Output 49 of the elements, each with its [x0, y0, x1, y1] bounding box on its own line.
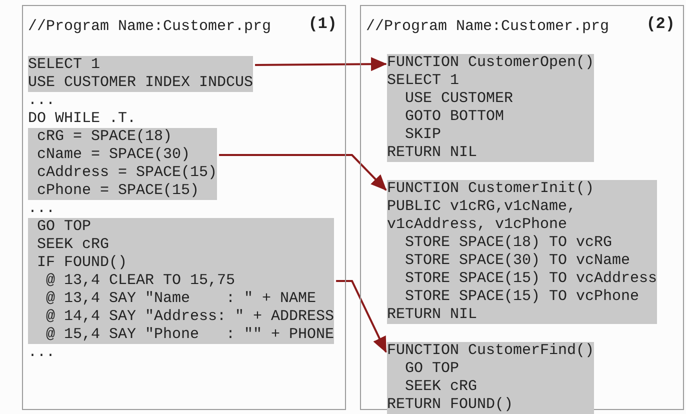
code-line: cRG = SPACE(18)	[36, 128, 174, 146]
panel-number: (2)	[646, 15, 675, 33]
code-line: IF FOUND()	[36, 254, 128, 272]
comment-text: //Program Name:Customer.prg	[366, 18, 610, 36]
code-line: SKIP	[404, 126, 442, 144]
highlighted-code-block	[387, 342, 594, 414]
code-line: STORE SPACE(15) TO vcAddress	[404, 270, 658, 288]
code-line: FUNCTION CustomerOpen()	[387, 54, 594, 72]
code-line: @ 13,4 CLEAR TO 15,75	[45, 272, 236, 290]
panel-number: (1)	[308, 15, 337, 33]
code-line: PUBLIC v1cRG,v1cName,	[387, 198, 578, 216]
highlighted-code-block	[387, 180, 658, 324]
arrow	[219, 154, 387, 191]
arrow	[255, 57, 387, 72]
code-line: STORE SPACE(18) TO vcRG	[404, 234, 614, 252]
code-line: FUNCTION CustomerFind()	[387, 342, 594, 360]
code-line: DO WHILE .T.	[28, 110, 136, 128]
code-line: GO TOP	[36, 218, 92, 236]
highlighted-code-block	[28, 218, 334, 344]
code-line: RETURN NIL	[387, 144, 478, 162]
code-line: ...	[28, 344, 56, 362]
code-line: FUNCTION CustomerInit()	[387, 180, 596, 198]
code-line: cPhone = SPACE(15)	[36, 182, 200, 200]
code-line: GO TOP	[404, 360, 460, 378]
highlighted-code-block	[387, 54, 594, 162]
code-panel	[22, 5, 346, 410]
highlighted-code-block	[28, 128, 218, 200]
arrow	[336, 280, 387, 353]
code-line: USE CUSTOMER INDEX INDCUS	[28, 74, 254, 92]
code-line: ...	[28, 92, 56, 110]
code-line: RETURN NIL	[387, 306, 478, 324]
code-line: SEEK cRG	[404, 378, 478, 396]
code-line: cAddress = SPACE(15)	[36, 164, 218, 182]
code-line: v1cAddress, v1cPhone	[387, 216, 568, 234]
code-line: cName = SPACE(30)	[36, 146, 192, 164]
code-line: SELECT 1	[387, 72, 460, 90]
code-line: SEEK cRG	[36, 236, 110, 254]
code-line: STORE SPACE(15) TO vcPhone	[404, 288, 640, 306]
comment-text: //Program Name:Customer.prg	[28, 18, 272, 36]
code-line: @ 13,4 SAY "Name : " + NAME	[45, 290, 318, 308]
code-line: @ 15,4 SAY "Phone : "" + PHONE	[45, 326, 334, 344]
code-line: STORE SPACE(30) TO vcName	[404, 252, 632, 270]
code-line: USE CUSTOMER	[404, 90, 514, 108]
highlighted-code-block	[28, 56, 254, 92]
code-line: ...	[28, 200, 56, 218]
code-line: @ 14,4 SAY "Address: " + ADDRESS	[45, 308, 334, 326]
code-line: RETURN FOUND()	[387, 396, 514, 414]
code-line: SELECT 1	[28, 56, 102, 74]
code-line: GOTO BOTTOM	[404, 108, 506, 126]
